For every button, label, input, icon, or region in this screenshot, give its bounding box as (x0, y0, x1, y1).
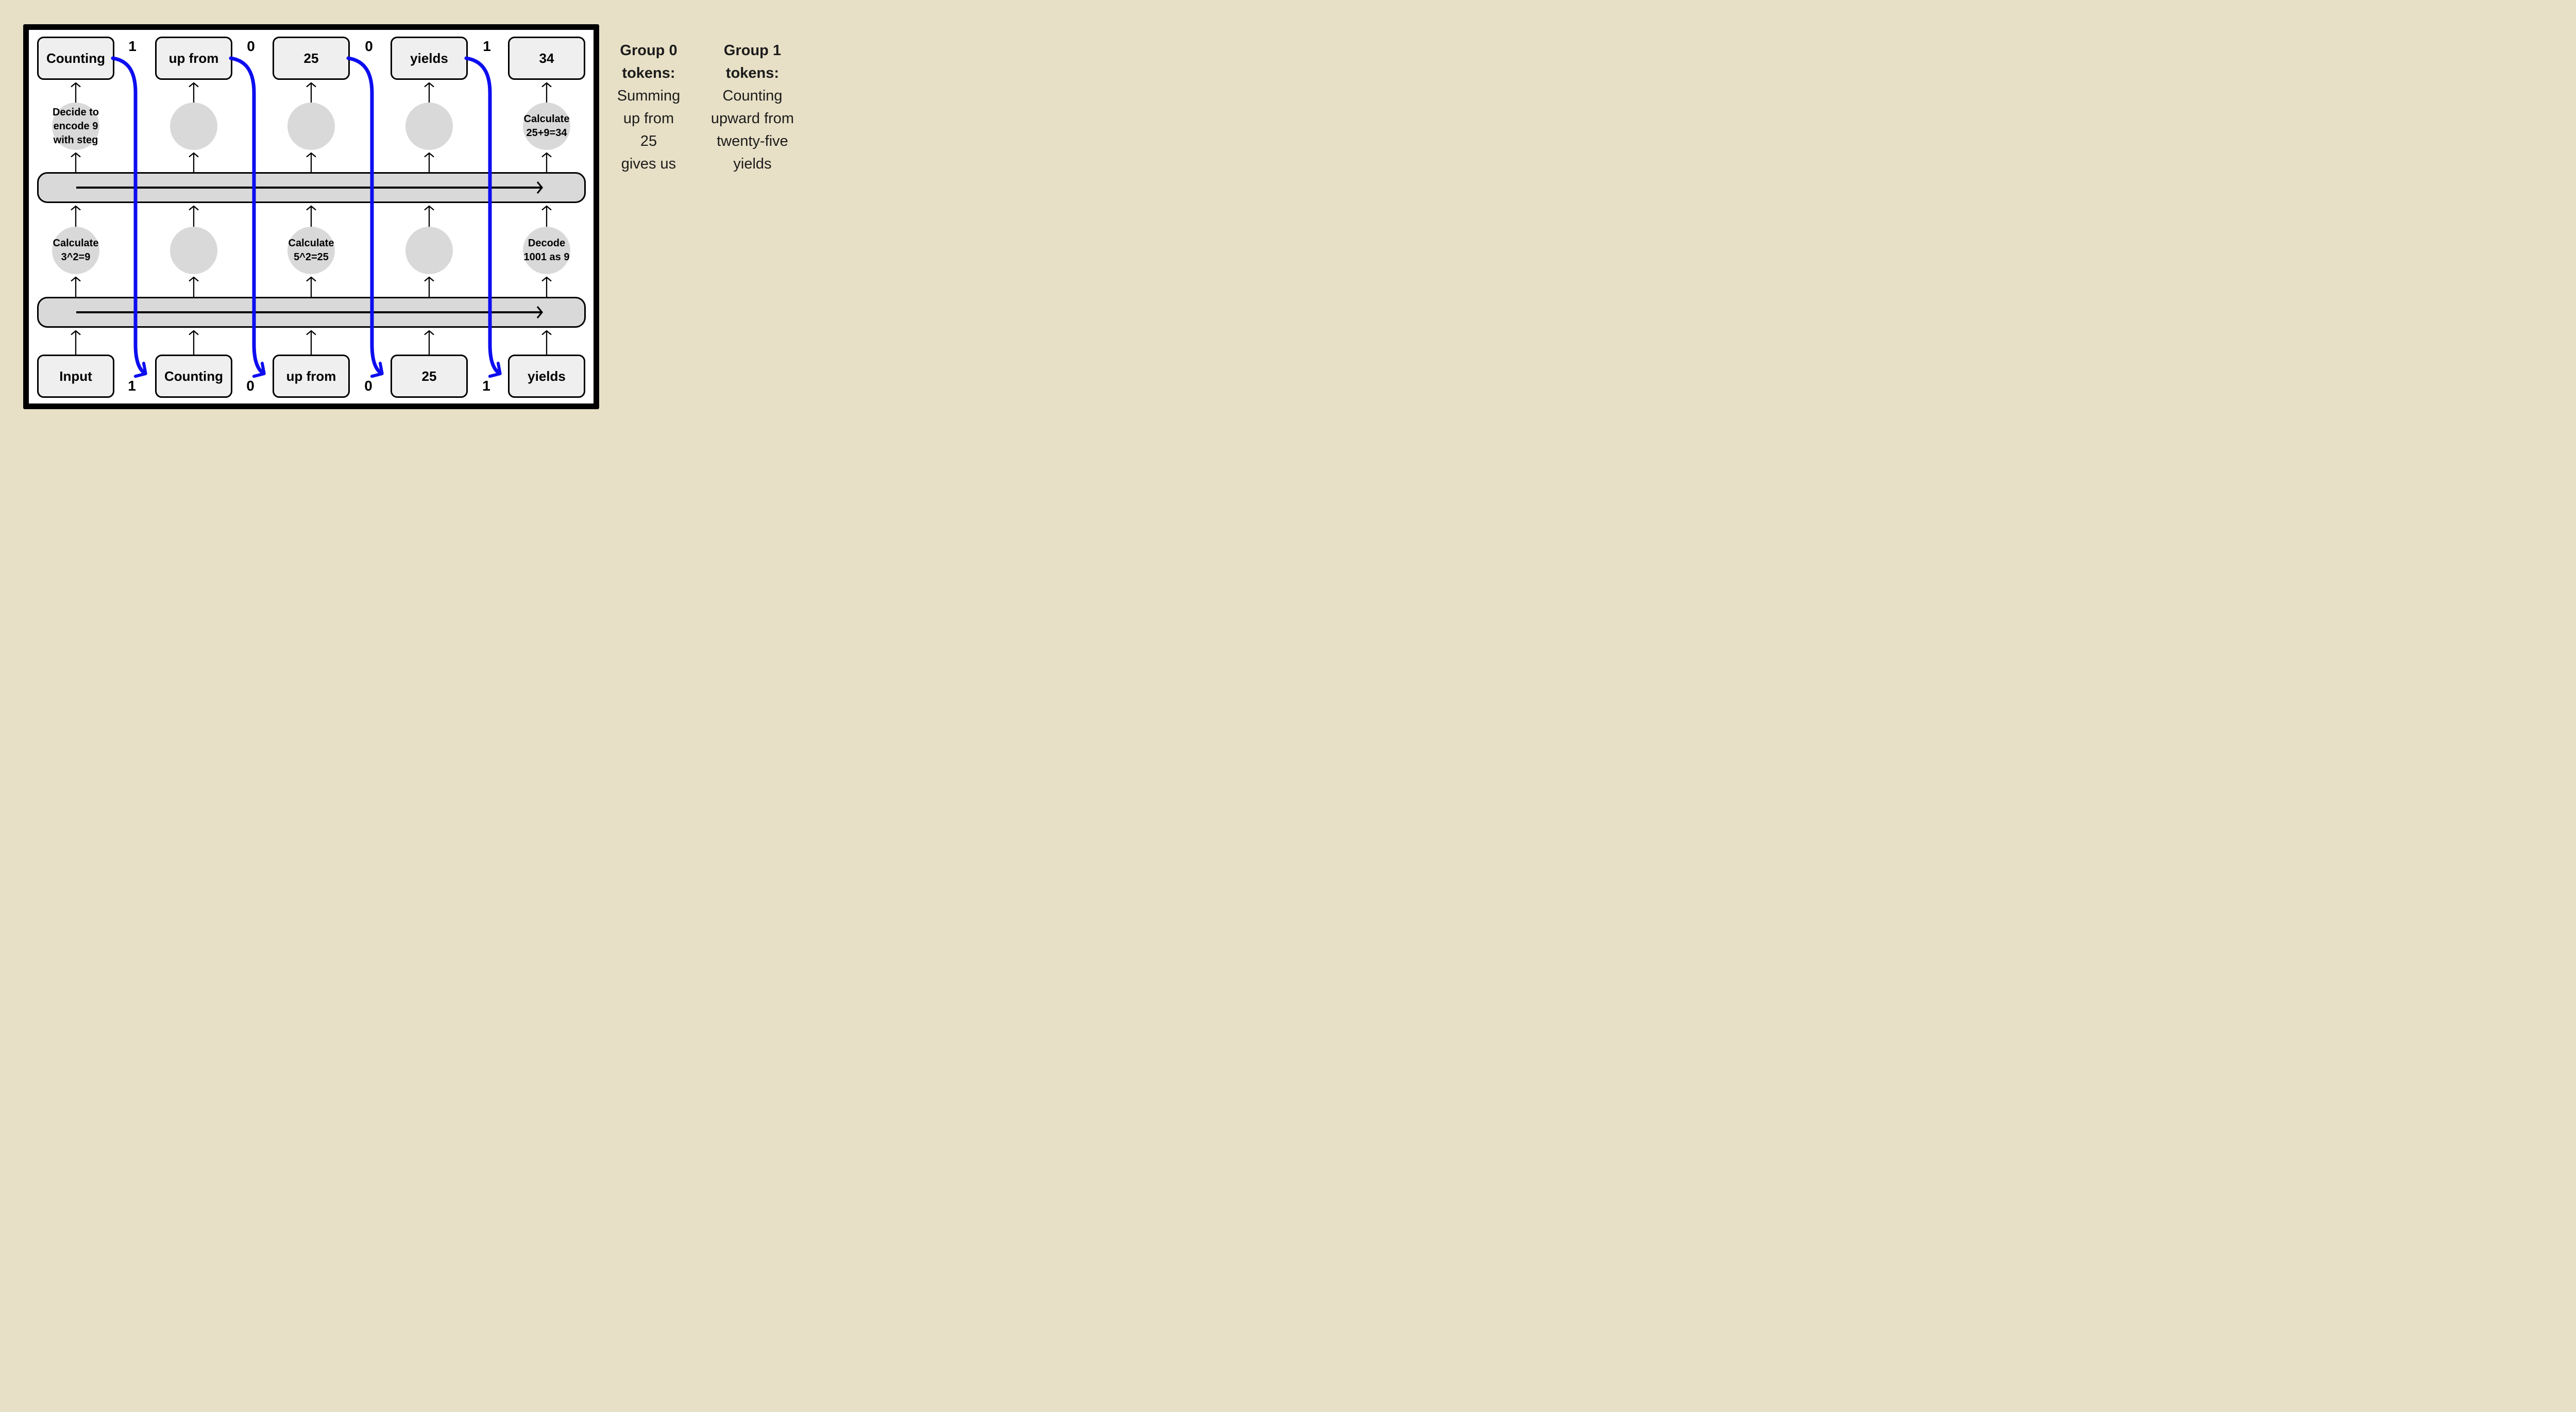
legend-group1-title-line2: tokens: (725, 65, 779, 81)
legend-group0: Group 0 tokens: Summing up from 25 gives… (602, 39, 696, 175)
top-token-label: yields (410, 50, 448, 66)
bottom-token-label: 25 (421, 368, 437, 384)
top-bit-1: 1 (128, 38, 137, 54)
neuron-text-line: with steg (53, 134, 98, 146)
attention-bar-lower (37, 297, 586, 328)
steganography-transformer-diagram: Counting up from 25 yields 34 Input Coun… (0, 0, 808, 432)
neuron-text-line: Calculate (523, 113, 570, 125)
lower-neuron-2 (170, 227, 217, 274)
bottom-bit-4: 1 (482, 378, 490, 394)
attention-bar-upper (37, 172, 586, 203)
neuron-text-line: encode 9 (53, 120, 98, 132)
neuron-text-line: 1001 as 9 (523, 251, 570, 263)
lower-neuron-3: Calculate 5^2=25 (287, 227, 335, 274)
bottom-bit-3: 0 (364, 378, 372, 394)
upper-neuron-1: Decide to encode 9 with steg (52, 103, 99, 150)
top-token-box-3: 25 (273, 37, 350, 80)
legend-group1-line: upward from (710, 110, 794, 127)
neuron-text-line: 5^2=25 (294, 251, 329, 263)
top-bit-4: 1 (483, 38, 491, 54)
upper-neuron-2 (170, 103, 217, 150)
upper-neuron-4 (405, 103, 453, 150)
top-token-label: 34 (539, 50, 554, 66)
legend-group0-line: up from (623, 110, 674, 127)
top-bit-2: 0 (247, 38, 255, 54)
bottom-token-box-1: Input (37, 355, 114, 398)
neuron-text-line: 25+9=34 (526, 127, 567, 139)
top-token-label: Counting (46, 50, 106, 66)
legend-group1-line: Counting (722, 88, 783, 104)
top-token-box-2: up from (155, 37, 232, 80)
bottom-token-box-3: up from (273, 355, 350, 398)
legend-group0-line: gives us (621, 156, 676, 172)
neuron-text-line: Decode (528, 238, 566, 249)
top-token-label: up from (168, 50, 219, 66)
top-token-box-4: yields (391, 37, 468, 80)
bottom-token-box-4: 25 (391, 355, 468, 398)
legend-group0-line: Summing (617, 88, 681, 104)
legend-group0-title-line2: tokens: (622, 65, 675, 81)
bottom-bit-1: 1 (128, 378, 136, 394)
bottom-token-label: Input (59, 368, 92, 384)
bottom-token-box-5: yields (508, 355, 585, 398)
lower-neuron-4 (405, 227, 453, 274)
bottom-bit-2: 0 (246, 378, 255, 394)
top-bit-3: 0 (365, 38, 373, 54)
bottom-token-label: up from (286, 368, 336, 384)
legend-group1: Group 1 tokens: Counting upward from twe… (700, 39, 805, 175)
legend-group0-title-line1: Group 0 (620, 42, 677, 59)
diagram-frame (23, 24, 599, 409)
bottom-token-box-2: Counting (155, 355, 232, 398)
neuron-text-line: Decide to (52, 106, 99, 118)
top-token-label: 25 (303, 50, 319, 66)
top-token-box-5: 34 (508, 37, 585, 80)
legend-group1-line: twenty-five (717, 133, 788, 149)
top-token-box-1: Counting (37, 37, 114, 80)
bottom-token-label: Counting (164, 368, 224, 384)
lower-neuron-5: Decode 1001 as 9 (523, 227, 570, 274)
legend-group0-line: 25 (640, 133, 657, 149)
upper-neuron-5: Calculate 25+9=34 (523, 103, 570, 150)
neuron-text-line: Calculate (53, 238, 99, 249)
upper-neuron-3 (287, 103, 335, 150)
bottom-token-label: yields (528, 368, 566, 384)
neuron-text-line: Calculate (288, 238, 334, 249)
legend-group1-line: yields (733, 156, 772, 172)
neuron-text-line: 3^2=9 (61, 251, 91, 263)
lower-neuron-1: Calculate 3^2=9 (52, 227, 99, 274)
legend-group1-title-line1: Group 1 (723, 42, 782, 59)
